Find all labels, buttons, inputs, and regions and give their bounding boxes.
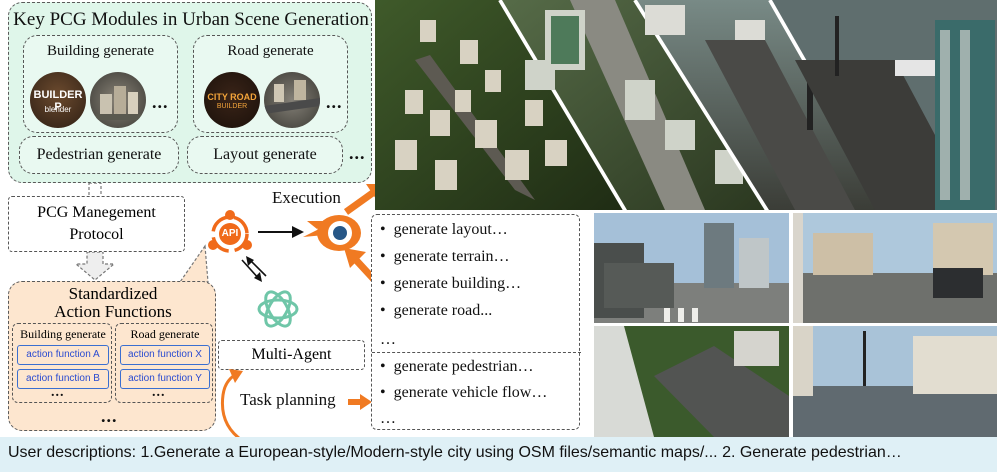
down-arrow-to-functions	[74, 252, 116, 281]
more-modules-ellipsis: ...	[349, 143, 366, 163]
layout-generate-box: Layout generate	[187, 136, 343, 174]
layout-generate-label: Layout generate	[213, 146, 317, 163]
list-ellipsis: …	[380, 331, 396, 348]
std-title-line2: Action Functions	[54, 302, 172, 321]
road-plugin-logo: CITY ROAD BUILDER	[204, 72, 260, 128]
action-function-a: action function A	[17, 345, 109, 365]
road-logo-line1: CITY ROAD	[207, 92, 257, 102]
user-to-agent-curved-arrow	[220, 369, 244, 443]
road-functions-box: Road generate action function X action f…	[115, 323, 213, 403]
user-descriptions-bar: User descriptions: 1.Generate a European…	[0, 437, 997, 472]
street-render-2-image	[793, 213, 997, 323]
more-building-ellipsis: ...	[152, 92, 169, 112]
list-item: • generate terrain…	[380, 248, 510, 265]
list-ellipsis: …	[380, 410, 396, 427]
action-function-y: action function Y	[120, 369, 210, 389]
street-render-4-image	[793, 326, 997, 437]
generated-city-aerial-render	[375, 0, 997, 210]
street-render-2	[793, 213, 997, 323]
list-item: • generate pedestrian…	[380, 358, 534, 375]
key-pcg-modules-panel: Key PCG Modules in Urban Scene Generatio…	[8, 2, 372, 183]
action-function-x: action function X	[120, 345, 210, 365]
generate-function-list: • generate layout… • generate terrain… •…	[371, 214, 581, 430]
building-preview-icon	[96, 86, 142, 120]
blender-icon	[303, 207, 365, 257]
standardized-action-functions-panel: Standardized Action Functions Building g…	[8, 281, 216, 431]
building-generate-box: Building generate BUILDER P blender ...	[23, 35, 178, 133]
building-plugin-logo: BUILDER P blender	[30, 72, 86, 128]
street-render-3-image	[594, 326, 789, 437]
list-divider	[372, 352, 581, 353]
road-functions-ellipsis: ...	[152, 385, 166, 400]
api-icon: API	[205, 208, 255, 258]
user-descriptions-text: User descriptions: 1.Generate a European…	[8, 444, 902, 461]
blender-logo-text: blender	[44, 105, 72, 114]
road-functions-label: Road generate	[130, 327, 200, 341]
api-network-graphic	[208, 210, 252, 253]
building-functions-ellipsis: ...	[51, 385, 65, 400]
list-item: • generate layout…	[380, 221, 508, 238]
street-render-4	[793, 326, 997, 437]
building-logo-text: BUILDER P	[33, 89, 83, 113]
list-item: • generate road...	[380, 302, 493, 319]
std-title-line1: Standardized	[68, 284, 158, 303]
blender-logo-graphic	[303, 215, 361, 251]
road-preview-icon	[264, 80, 320, 114]
building-functions-label: Building generate	[20, 327, 106, 341]
multi-agent-box: Multi-Agent	[218, 340, 365, 370]
building-generate-label: Building generate	[46, 43, 155, 59]
street-render-3	[594, 326, 789, 437]
pcg-management-protocol-box: PCG Manegement Protocol	[8, 196, 185, 252]
more-functions-ellipsis: ...	[101, 406, 118, 426]
road-generate-label: Road generate	[227, 43, 314, 59]
list-item: • generate building…	[380, 275, 522, 292]
building-preview-image	[90, 72, 146, 128]
protocol-line1: PCG Manegement	[37, 204, 156, 221]
action-function-b: action function B	[17, 369, 109, 389]
task-planning-arrow	[348, 394, 372, 410]
api-label: API	[221, 228, 239, 239]
city-aerial-render-image	[375, 0, 997, 210]
pedestrian-generate-label: Pedestrian generate	[36, 146, 162, 163]
task-planning-label: Task planning	[240, 390, 336, 409]
building-functions-box: Building generate action function A acti…	[12, 323, 112, 403]
road-generate-box: Road generate CITY ROAD BUILDER ...	[193, 35, 348, 133]
road-preview-image	[264, 72, 320, 128]
openai-icon	[254, 285, 302, 333]
street-render-1-image	[594, 213, 789, 323]
execution-label: Execution	[272, 188, 341, 207]
road-logo-line2: BUILDER	[216, 103, 248, 110]
openai-knot-graphic	[257, 290, 299, 328]
list-item: • generate vehicle flow…	[380, 384, 548, 401]
pedestrian-generate-box: Pedestrian generate	[19, 136, 179, 174]
street-render-1	[594, 213, 789, 323]
api-openai-exchange-arrows	[241, 256, 267, 282]
api-to-blender-arrow	[258, 226, 304, 238]
panel-title: Key PCG Modules in Urban Scene Generatio…	[13, 9, 369, 30]
more-road-ellipsis: ...	[326, 92, 343, 112]
protocol-line2: Protocol	[69, 226, 124, 243]
